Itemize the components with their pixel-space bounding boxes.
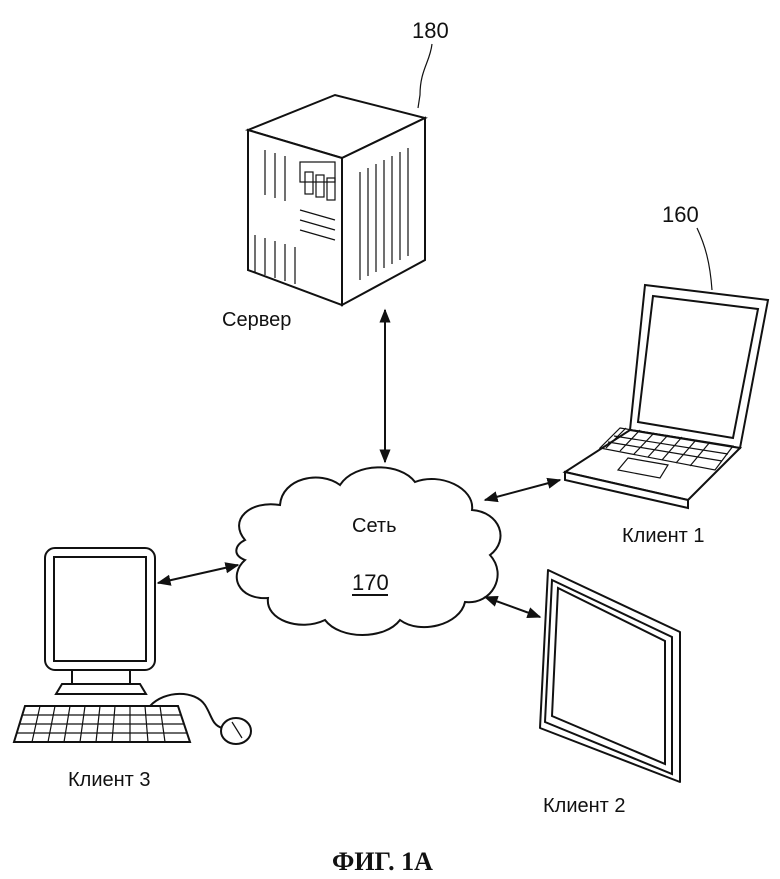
network-ref-number: 170 (352, 570, 389, 595)
client3-network-connector (156, 562, 240, 586)
client2-label: Клиент 2 (543, 795, 626, 817)
server-ref-number: 180 (412, 18, 449, 43)
client2-network-connector (483, 596, 542, 618)
network-cloud-icon (235, 466, 502, 636)
client1-label: Клиент 1 (622, 525, 705, 547)
laptop-ref-number: 160 (662, 202, 699, 227)
server-ref-leader (417, 43, 433, 109)
client1-network-connector (483, 477, 562, 503)
server-label: Сервер (222, 309, 291, 331)
laptop-icon (562, 283, 770, 510)
laptop-ref-leader (696, 227, 713, 291)
server-icon (244, 93, 428, 307)
figure-caption: ФИГ. 1А (332, 847, 433, 876)
client3-label: Клиент 3 (68, 769, 151, 791)
desktop-computer-icon (12, 547, 252, 745)
network-label: Сеть (352, 515, 396, 537)
tablet-icon (539, 569, 681, 783)
